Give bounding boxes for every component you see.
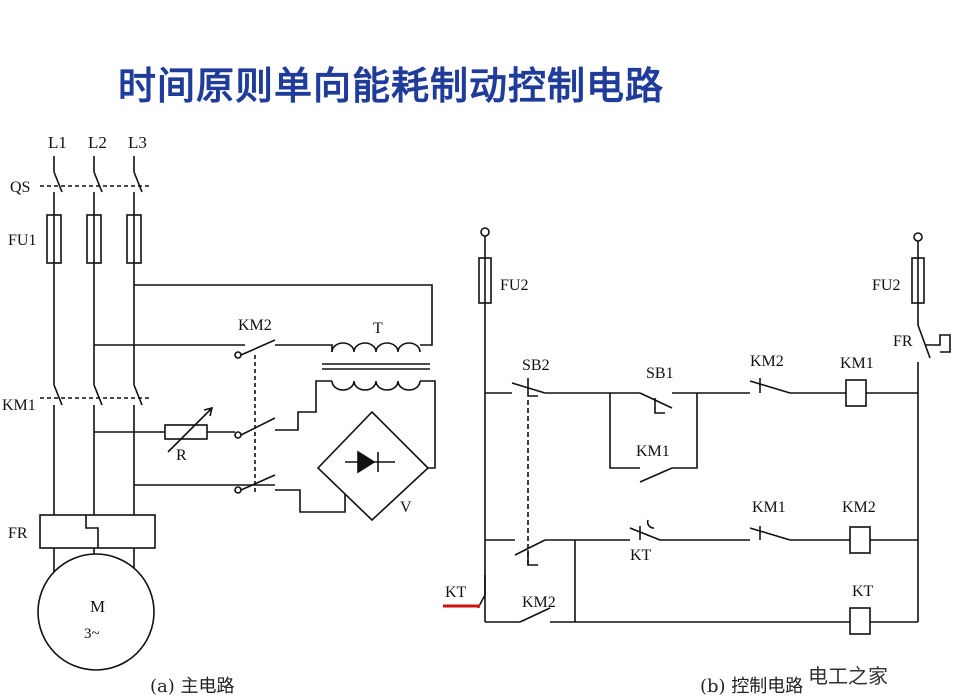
phase-label-l3: L3 <box>128 133 147 152</box>
coil-kt-label: KT <box>852 583 874 600</box>
page-title: 时间原则单向能耗制动控制电路 <box>118 63 665 108</box>
km1-aux-label: KM1 <box>636 443 670 460</box>
motor-label: M <box>90 597 105 616</box>
fu2-right-label: FU2 <box>872 277 900 294</box>
km2-aux-label: KM2 <box>522 594 556 611</box>
qs-label: QS <box>10 179 30 196</box>
v-label: V <box>400 499 412 516</box>
main-circuit: L1 L2 L3 QS FU1 KM1 KM2 <box>2 133 436 671</box>
km2-main-label: KM2 <box>238 317 272 334</box>
fu1-label: FU1 <box>8 232 36 249</box>
watermark: 电工之家 <box>808 664 888 688</box>
km2-interlock-label: KM2 <box>750 353 784 370</box>
fr-contact-label: FR <box>893 333 913 350</box>
kt-contact-left-label: KT <box>445 584 467 601</box>
t-label: T <box>373 320 383 337</box>
kt-contact-label: KT <box>630 547 652 564</box>
phase-label-l2: L2 <box>88 133 107 152</box>
fu2-left-label: FU2 <box>500 277 528 294</box>
caption-control-circuit: (b) 控制电路 <box>700 676 804 697</box>
coil-km2-label: KM2 <box>842 499 876 516</box>
km1-interlock-label: KM1 <box>752 499 786 516</box>
coil-km1-label: KM1 <box>840 355 874 372</box>
km1-main-label: KM1 <box>2 397 36 414</box>
fr-main-label: FR <box>8 525 28 542</box>
r-label: R <box>176 447 187 464</box>
control-circuit: FU2 FU2 FR SB2 SB1 KM1 KM2 KM1 <box>443 227 951 635</box>
caption-main-circuit: (a) 主电路 <box>150 676 235 697</box>
phase-label-l1: L1 <box>48 133 67 152</box>
sb1-label: SB1 <box>646 365 674 382</box>
motor-phase-label: 3~ <box>84 626 100 642</box>
sb2-label: SB2 <box>522 357 550 374</box>
